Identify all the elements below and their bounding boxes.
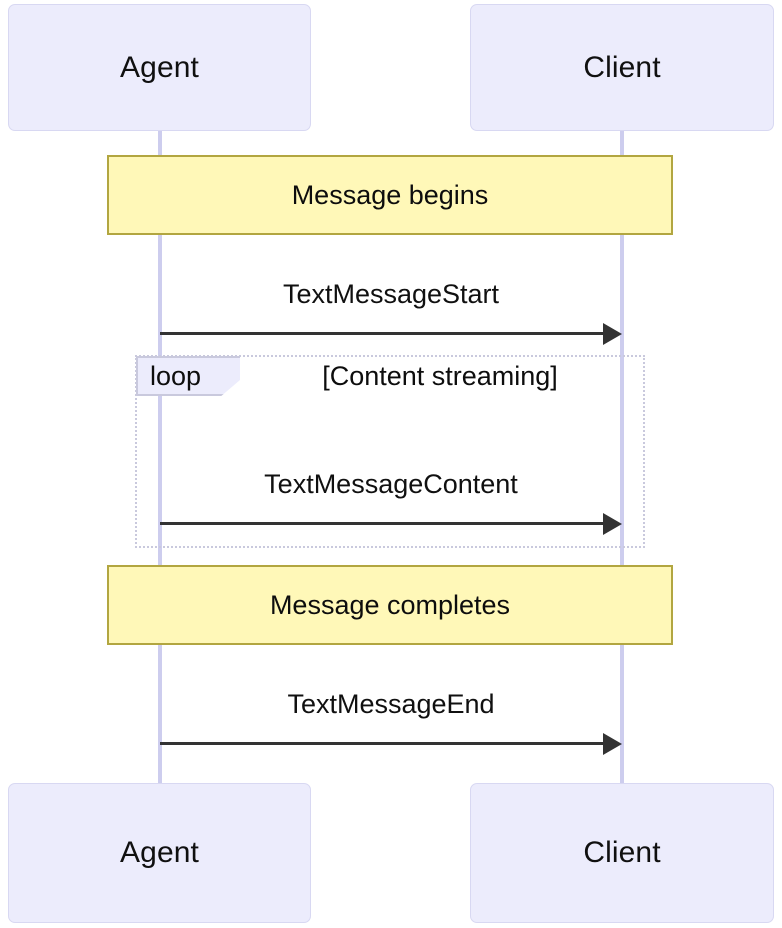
loop-tab-label-box[interactable]: loop [136, 356, 240, 396]
message-label-text-message-end: TextMessageEnd [287, 689, 495, 719]
message-arrowhead-text-message-content [603, 513, 622, 535]
participant-label-client-bottom: Client [583, 836, 661, 869]
loop-condition-label: [Content streaming] [322, 361, 558, 391]
lifeline-client [620, 131, 624, 783]
message-line-text-message-end [160, 742, 605, 745]
participant-box-client-top[interactable]: Client [470, 4, 774, 131]
lifeline-agent [158, 131, 162, 783]
participant-label-agent-top: Agent [120, 50, 199, 84]
note-message-completes[interactable]: Message completes [107, 565, 673, 645]
participant-box-agent-top[interactable]: Agent [8, 4, 311, 131]
participant-label-client-top: Client [583, 50, 661, 84]
note-label-message-completes: Message completes [269, 589, 511, 620]
message-label-text-message-start: TextMessageStart [282, 279, 500, 309]
loop-frame-content-streaming [135, 355, 645, 548]
participant-label-agent-bottom: Agent [120, 836, 199, 869]
message-line-text-message-content [160, 522, 605, 525]
message-arrowhead-text-message-start [603, 323, 622, 345]
note-message-begins[interactable]: Message begins [107, 155, 673, 235]
message-line-text-message-start [160, 332, 605, 335]
loop-kind-label: loop [150, 360, 202, 391]
participant-box-client-bottom[interactable]: Client [470, 783, 774, 923]
note-label-message-begins: Message begins [291, 179, 489, 210]
participant-box-agent-bottom[interactable]: Agent [8, 783, 311, 923]
message-arrowhead-text-message-end [603, 733, 622, 755]
message-label-text-message-content: TextMessageContent [264, 469, 518, 499]
